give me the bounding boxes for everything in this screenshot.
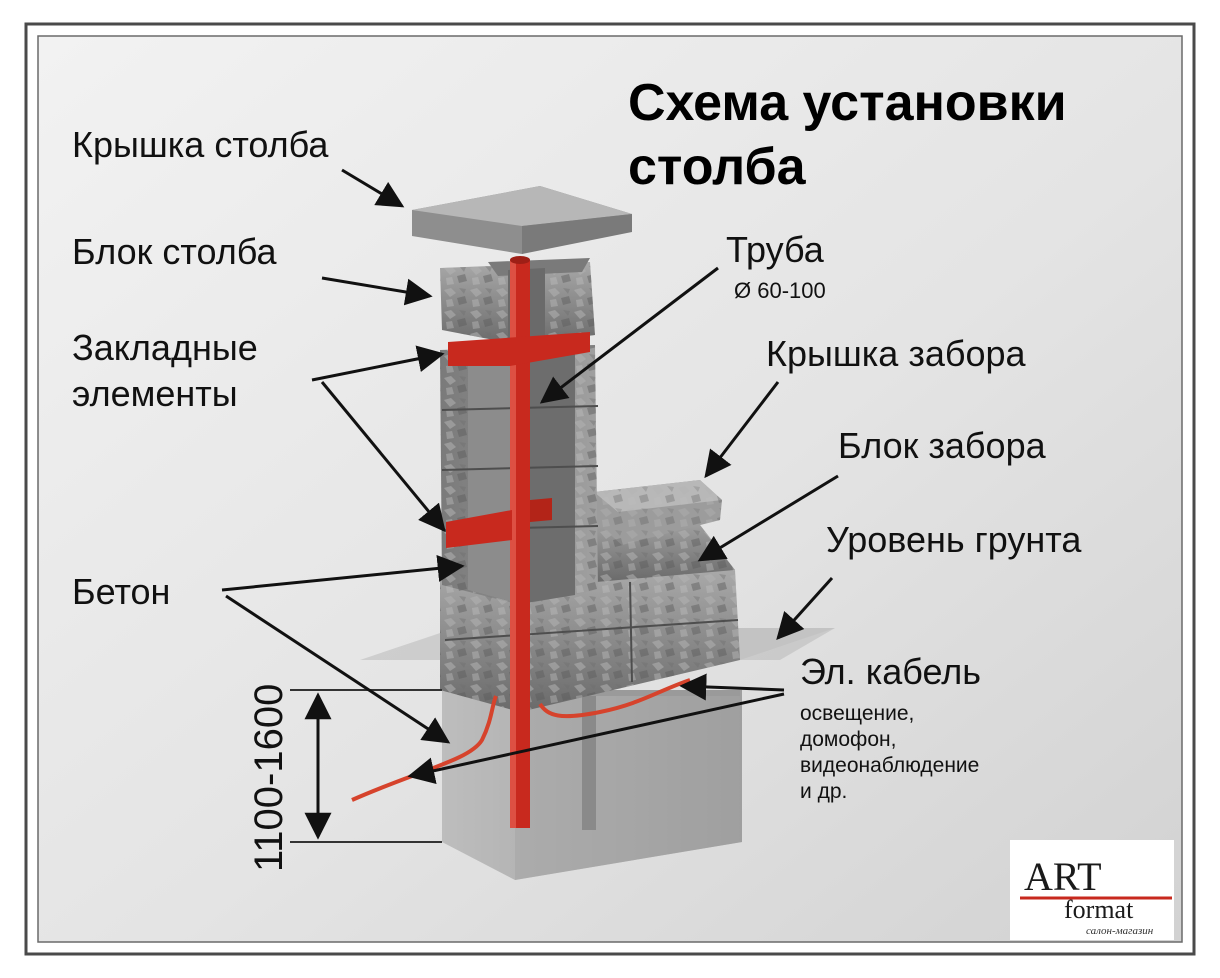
concrete-foundation-side bbox=[515, 690, 742, 880]
label-post-cap: Крышка столба bbox=[72, 124, 329, 165]
embedded-plate-right bbox=[530, 498, 552, 522]
label-cable-use-3: видеонаблюдение bbox=[800, 754, 979, 777]
embedded-plate-top bbox=[448, 332, 590, 366]
arrow-concrete-bottom bbox=[225, 594, 451, 744]
label-concrete: Бетон bbox=[72, 571, 170, 612]
label-pipe: Труба bbox=[726, 229, 825, 270]
label-embedded-1: Закладные bbox=[72, 327, 258, 368]
label-cable-use-2: домофон, bbox=[800, 728, 896, 751]
label-fence-block: Блок забора bbox=[838, 425, 1047, 466]
post-cap-side bbox=[522, 214, 632, 254]
arrow-fence-block bbox=[697, 474, 839, 562]
title-line-2: столба bbox=[628, 138, 807, 196]
steel-pipe-top bbox=[510, 256, 530, 264]
post-cap-top bbox=[412, 186, 632, 226]
arrow-cable-right bbox=[679, 673, 785, 701]
arrow-embedded-bottom bbox=[320, 381, 446, 533]
foundation-rebar bbox=[582, 680, 596, 830]
logo-background bbox=[1010, 840, 1174, 940]
fence-cap-texture bbox=[594, 480, 722, 545]
steel-pipe-highlight bbox=[510, 260, 516, 828]
label-fence-cap: Крышка забора bbox=[766, 333, 1027, 374]
arrow-embedded-top bbox=[311, 345, 445, 382]
arrow-post-block bbox=[321, 276, 433, 306]
logo-line-1: ART bbox=[1024, 854, 1102, 899]
label-cable-use-1: освещение, bbox=[800, 702, 914, 725]
title-line-1: Схема установки bbox=[628, 74, 1067, 132]
label-post-block: Блок столба bbox=[72, 231, 278, 272]
label-embedded-2: элементы bbox=[72, 373, 238, 414]
label-cable-use-4: и др. bbox=[800, 780, 847, 803]
arrow-pipe bbox=[539, 266, 719, 404]
label-ground-level: Уровень грунта bbox=[826, 519, 1082, 560]
arrow-post-cap bbox=[341, 168, 405, 208]
cable-right bbox=[538, 678, 691, 719]
embedded-plate-left bbox=[446, 510, 512, 548]
label-depth: 1100-1600 bbox=[247, 684, 291, 872]
logo-line-2: format bbox=[1064, 895, 1134, 924]
arrow-cable-left bbox=[407, 692, 785, 784]
logo-tagline: салон-магазин bbox=[1086, 925, 1154, 937]
arrow-concrete-top bbox=[221, 554, 465, 592]
logo: ART format салон-магазин bbox=[1010, 840, 1174, 940]
arrow-fence-cap bbox=[704, 381, 780, 479]
label-cable: Эл. кабель bbox=[800, 651, 981, 692]
arrow-ground-level bbox=[776, 576, 834, 641]
cable-left bbox=[351, 695, 498, 802]
label-pipe-size: Ø 60-100 bbox=[734, 278, 826, 303]
base-joint bbox=[444, 619, 739, 641]
base-joint-v2 bbox=[629, 581, 633, 683]
